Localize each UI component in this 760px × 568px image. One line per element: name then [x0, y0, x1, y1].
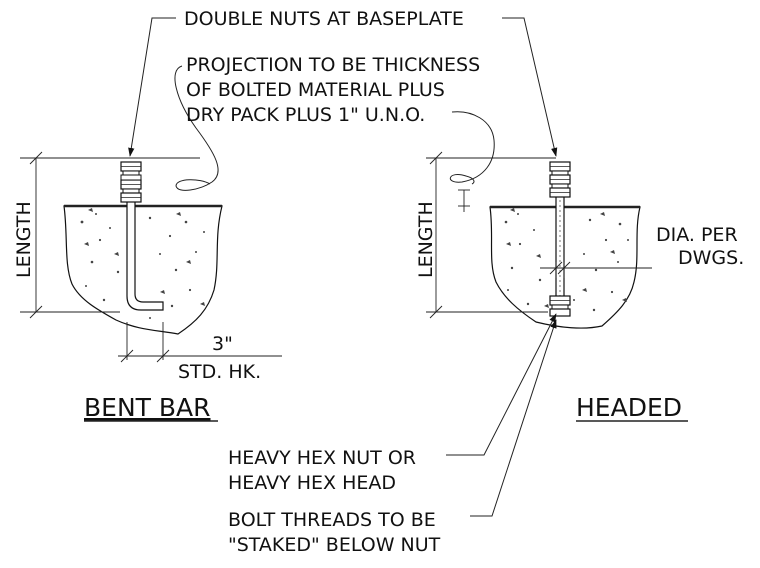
headed-concrete-texture [504, 208, 629, 312]
headed-title: HEADED [576, 393, 682, 422]
bent-bar-projection-dimension [160, 157, 200, 207]
bent-bar-title: BENT BAR [84, 393, 211, 422]
bent-bar-length-dimension [20, 151, 160, 319]
bent-bar-concrete [63, 205, 223, 335]
threads-label-line2: "STAKED" BELOW NUT [228, 534, 441, 556]
projection-label-line1: PROJECTION TO BE THICKNESS [186, 54, 480, 76]
headed-bottom-nut [549, 295, 571, 317]
length-label-right: LENGTH [415, 201, 437, 278]
headed-length-dimension [426, 151, 556, 319]
threads-label-line1: BOLT THREADS TO BE [228, 509, 436, 531]
hex-nut-label-line2: HEAVY HEX HEAD [228, 472, 396, 494]
hook-dimension-label: 3" [212, 333, 233, 355]
hook-dimension [118, 322, 282, 363]
leader-lines [128, 17, 558, 517]
length-label-left: LENGTH [13, 201, 35, 278]
dia-label-line2: DWGS. [678, 247, 744, 269]
bent-bar-double-nuts [120, 161, 142, 203]
dia-dimension [540, 261, 652, 278]
headed-double-nuts [549, 161, 571, 198]
double-nuts-label: DOUBLE NUTS AT BASEPLATE [184, 8, 464, 30]
dia-label-line1: DIA. PER [656, 224, 738, 246]
std-hook-label: STD. HK. [178, 361, 261, 383]
hex-nut-label-line1: HEAVY HEX NUT OR [228, 447, 416, 469]
headed-detail [426, 151, 652, 329]
bent-bar-detail [20, 151, 282, 363]
projection-label-line2: OF BOLTED MATERIAL PLUS [186, 79, 445, 101]
projection-label-line3: DRY PACK PLUS 1" U.N.O. [186, 104, 425, 126]
